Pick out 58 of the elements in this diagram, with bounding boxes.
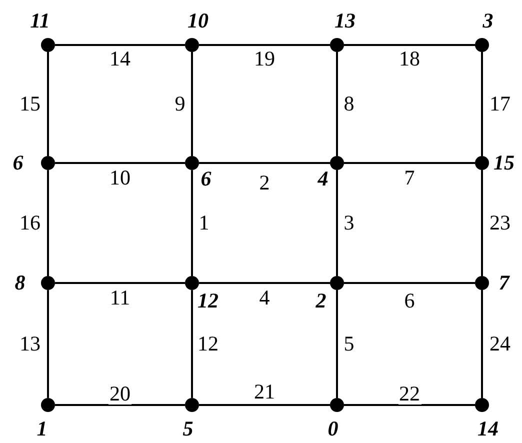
vertex-dot [41,276,55,290]
vertex-dot [185,156,199,170]
edge-line [344,282,475,284]
vertex-label: 5 [182,418,194,440]
edge-line [336,170,338,276]
vertex-label: 8 [14,272,26,294]
edge-line [199,282,330,284]
vertex-label: 7 [498,272,510,294]
vertex-label: 10 [188,10,208,32]
vertex-dot [185,276,199,290]
vertex-dot [330,276,344,290]
edge-line [47,290,49,398]
vertex-label: 0 [328,418,338,440]
edge-line [199,162,330,164]
vertex-label: 4 [318,168,328,190]
vertex-label: 15 [494,152,514,174]
vertex-label: 6 [12,152,24,174]
edge-line [47,52,49,156]
edge-line [336,52,338,156]
edge-line [344,44,475,46]
vertex-dot [330,156,344,170]
vertex-dot [41,156,55,170]
edge-line [481,290,483,398]
vertex-label: 6 [200,168,212,190]
vertex-label: 3 [482,10,494,32]
edge-line [191,52,193,156]
edge-line [199,404,330,406]
edge-line [47,170,49,276]
vertex-dot [185,398,199,412]
vertex-dot [185,38,199,52]
edge-line [191,290,193,398]
vertex-label: 2 [316,290,326,312]
edge-line [336,290,338,398]
edge-line [344,404,475,406]
vertex-dot [475,38,489,52]
edge-line [55,162,185,164]
edge-line [191,170,193,276]
vertex-dot [475,156,489,170]
vertex-dot [330,38,344,52]
edge-line [55,404,185,406]
vertex-label: 11 [30,10,50,32]
vertex-label: 1 [36,418,48,440]
edge-label: 20 [108,384,132,404]
edge-line [55,282,185,284]
edge-line [199,44,330,46]
edge-line [481,52,483,156]
vertex-dot [475,398,489,412]
edge-line [481,170,483,276]
vertex-label: 14 [478,418,498,440]
vertex-dot [41,38,55,52]
edge-label: 22 [398,384,421,404]
vertex-dot [330,398,344,412]
vertex-label: 13 [334,10,356,32]
edge-line [55,44,185,46]
edge-line [344,162,475,164]
vertex-dot [475,276,489,290]
vertex-dot [41,398,55,412]
vertex-label: 12 [198,290,218,312]
